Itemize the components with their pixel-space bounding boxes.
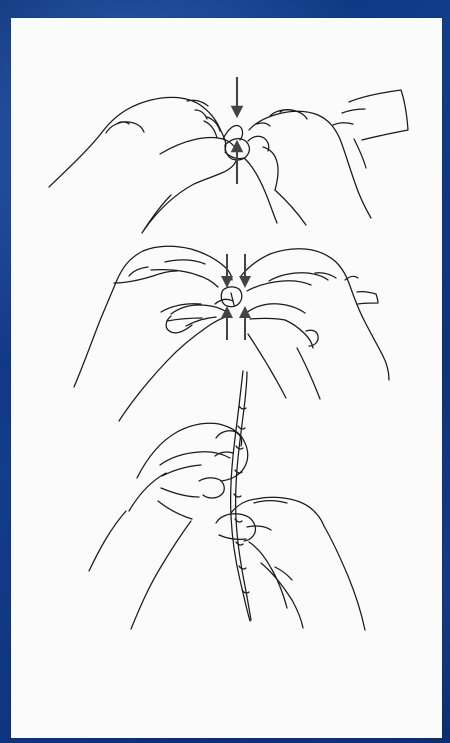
- panel-1: [49, 77, 408, 233]
- lower-right-hand-3: [216, 497, 365, 630]
- left-hand-2: [74, 246, 233, 421]
- pinch-2: [221, 287, 242, 307]
- right-hand-2: [241, 249, 389, 399]
- twisted-strand-3: [231, 371, 251, 621]
- right-hand-1: [244, 90, 408, 225]
- panel-3: [89, 371, 365, 630]
- illustration-canvas: [11, 18, 442, 738]
- panel-2: [74, 246, 389, 421]
- left-hand-1: [49, 97, 243, 233]
- illustration-paper: [11, 18, 442, 738]
- upper-left-hand-3: [89, 423, 248, 629]
